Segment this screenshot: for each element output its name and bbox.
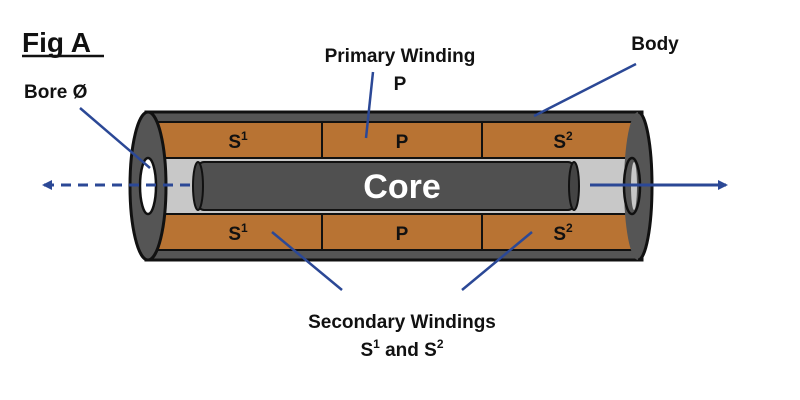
body-label: Body <box>631 34 679 55</box>
core-label: Core <box>363 168 440 206</box>
section-bottom-s2: S2 <box>553 221 573 245</box>
secondary-windings-symbols: S1 and S2 <box>360 337 443 361</box>
bore-pointer-line <box>79 107 151 169</box>
section-top-s1: S1 <box>228 129 248 153</box>
section-top-p: P <box>396 132 409 153</box>
primary-winding-symbol: P <box>394 74 407 95</box>
primary-winding-label: Primary Winding <box>325 46 476 67</box>
figure-title: Fig A <box>22 27 91 58</box>
section-bottom-s1: S1 <box>228 221 248 245</box>
bore-label: Bore Ø <box>24 82 87 103</box>
section-top-s2: S2 <box>553 129 573 153</box>
primary-pointer-line <box>364 71 375 139</box>
secondary-pointer-line-s2 <box>461 231 533 291</box>
secondary-windings-label: Secondary Windings <box>308 312 496 333</box>
secondary-pointer-line-s1 <box>271 231 343 291</box>
section-bottom-p: P <box>396 224 409 245</box>
core-rod-right-end <box>568 161 580 211</box>
body-pointer-line <box>533 62 637 118</box>
core-rod-left-end <box>192 161 204 211</box>
